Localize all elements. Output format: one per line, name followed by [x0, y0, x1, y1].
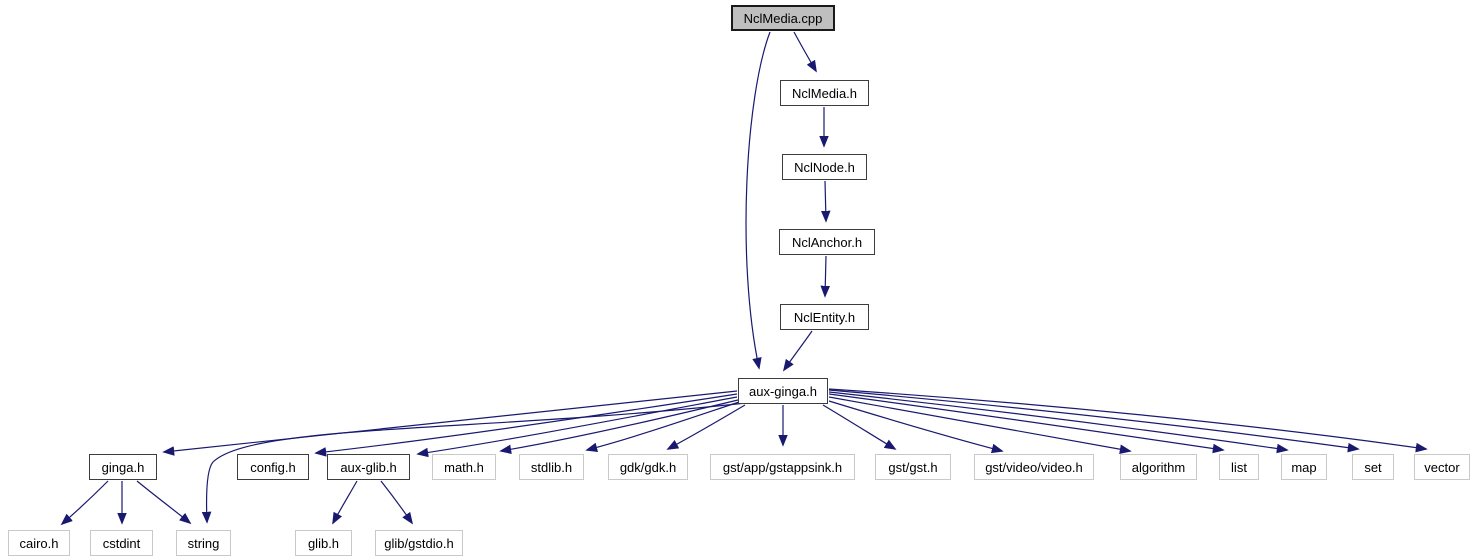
node-config-h[interactable]: config.h — [237, 454, 309, 480]
edge-auxgingah-gstgsth — [822, 404, 897, 450]
node-nclnode-h[interactable]: NclNode.h — [782, 154, 867, 180]
node-aux-glib-h[interactable]: aux-glib.h — [327, 454, 410, 480]
node-ginga-h[interactable]: ginga.h — [89, 454, 157, 480]
node-algorithm: algorithm — [1120, 454, 1197, 480]
node-set: set — [1352, 454, 1394, 480]
edge-auxglibh-glibh — [332, 480, 358, 525]
node-aux-ginga-h[interactable]: aux-ginga.h — [738, 378, 828, 404]
edge-auxglibh-glibgstdioh — [380, 480, 414, 525]
node-list: list — [1219, 454, 1259, 480]
node-nclmedia-cpp: NclMedia.cpp — [731, 5, 835, 31]
edge-nclmediacpp-nclmediah — [793, 31, 817, 73]
node-nclentity-h[interactable]: NclEntity.h — [780, 304, 869, 330]
node-math-h: math.h — [432, 454, 496, 480]
node-gst-app-gstappsink-h: gst/app/gstappsink.h — [710, 454, 855, 480]
node-glib-gstdio-h: glib/gstdio.h — [375, 530, 463, 556]
node-cairo-h: cairo.h — [8, 530, 70, 556]
node-nclmedia-h[interactable]: NclMedia.h — [780, 80, 869, 106]
edge-auxgingah-list — [828, 393, 1225, 454]
edge-auxgingah-gingah — [162, 390, 738, 456]
node-vector: vector — [1414, 454, 1470, 480]
edge-auxgingah-gstvideoh — [828, 400, 1004, 454]
edge-nclnodeh-nclanchorh — [820, 180, 831, 223]
edge-auxgingah-auxglibh — [416, 396, 738, 458]
edge-auxgingah-vector — [828, 388, 1428, 453]
node-string: string — [176, 530, 231, 556]
edge-gingah-cairoh — [60, 480, 109, 526]
edge-auxgingah-algorithm — [828, 396, 1132, 454]
edge-auxgingah-map — [828, 391, 1289, 454]
node-gdk-gdk-h: gdk/gdk.h — [608, 454, 688, 480]
edge-nclmediacpp-auxgingah — [745, 31, 771, 370]
node-map: map — [1281, 454, 1327, 480]
edge-auxgingah-configh — [314, 393, 738, 457]
node-cstdint: cstdint — [90, 530, 153, 556]
node-gst-video-video-h: gst/video/video.h — [974, 454, 1094, 480]
node-nclanchor-h[interactable]: NclAnchor.h — [779, 229, 875, 255]
node-stdlib-h: stdlib.h — [519, 454, 584, 480]
edge-auxgingah-gdkgdkh — [666, 404, 746, 450]
edge-auxgingah-stdlibh — [585, 401, 740, 453]
edge-nclentityh-auxgingah — [782, 330, 813, 372]
edge-nclanchorh-nclentityh — [820, 255, 831, 298]
edge-gingah-string — [136, 480, 192, 525]
edge-auxgingah-set — [828, 389, 1360, 453]
node-gst-gst-h: gst/gst.h — [875, 454, 951, 480]
node-glib-h: glib.h — [295, 530, 352, 556]
edge-auxgingah-string — [201, 402, 747, 524]
